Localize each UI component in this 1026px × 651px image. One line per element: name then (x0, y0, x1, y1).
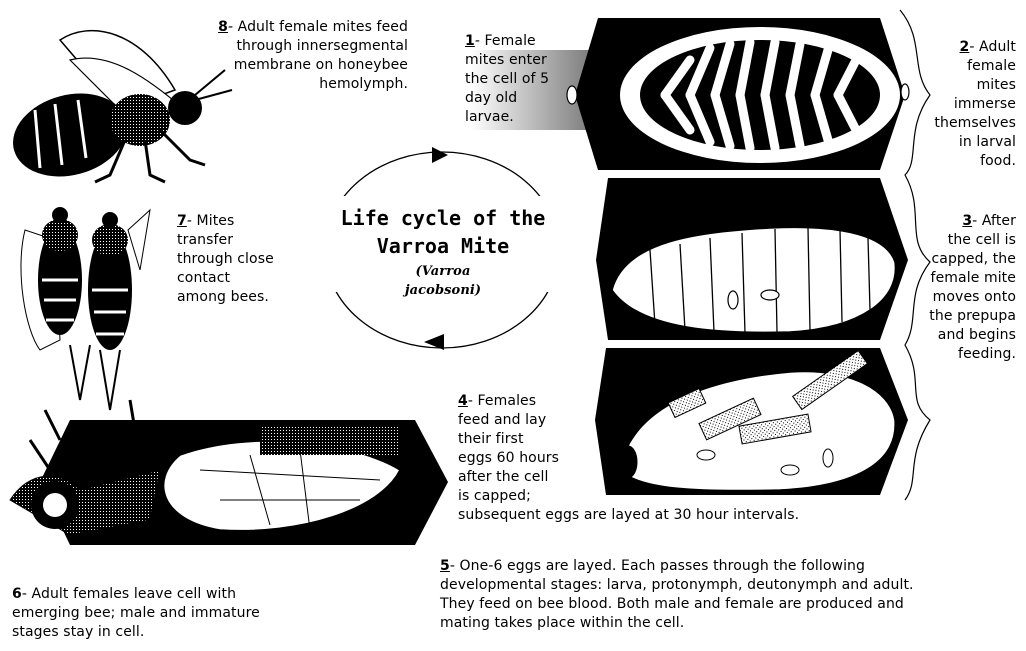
emerging-bee-illustration (10, 400, 448, 545)
step-text: - Mites transfer through close contact a… (177, 213, 274, 305)
step-number: 8 (218, 19, 228, 35)
egg-icon (761, 290, 779, 300)
step-4-label: 4- Females feed and lay their first eggs… (458, 392, 898, 525)
mite-icon (728, 291, 738, 309)
step-7-label: 7- Mites transfer through close contact … (177, 212, 312, 307)
step-text: - After the cell is capped, the female m… (929, 213, 1016, 362)
step-number: 7 (177, 213, 187, 229)
step-number: 6 (12, 586, 22, 602)
step-5-label: 5- One-6 eggs are layed. Each passes thr… (440, 557, 1020, 633)
step-1-label: 1- Female mites enter the cell of 5 day … (465, 32, 549, 127)
step-8-label: 8- Adult female mites feed through inner… (150, 18, 408, 94)
step-6-label: 6- Adult females leave cell with emergin… (12, 585, 342, 642)
step-text: - One-6 eggs are layed. Each passes thro… (440, 558, 914, 631)
step-number: 5 (440, 558, 450, 574)
step-text: - Adult female mites feed through inners… (228, 19, 408, 92)
step-3-label: 3- After the cell is capped, the female … (898, 212, 1016, 364)
arrow-head-top (432, 147, 448, 163)
step-number: 4 (458, 393, 468, 409)
mite-icon (901, 84, 909, 100)
diagram-subtitle: (Varroa jacobsoni) (318, 262, 568, 300)
step-text: - Adult female mites immerse themselves … (934, 39, 1016, 169)
step-text: - Females feed and lay their first eggs … (458, 393, 799, 523)
step-2-label: 2- Adult female mites immerse themselves… (912, 38, 1016, 171)
step-number: 2 (959, 39, 969, 55)
mite-icon (567, 86, 577, 104)
two-bees-illustration (21, 207, 150, 410)
diagram-title: Life cycle of the Varroa Mite (318, 204, 568, 260)
step-number: 3 (962, 213, 972, 229)
step-text: - Female mites enter the cell of 5 day o… (465, 33, 549, 125)
step-text: - Adult females leave cell with emerging… (12, 586, 260, 640)
step-number: 1 (465, 33, 475, 49)
cell-prepupa-illustration (596, 178, 908, 340)
